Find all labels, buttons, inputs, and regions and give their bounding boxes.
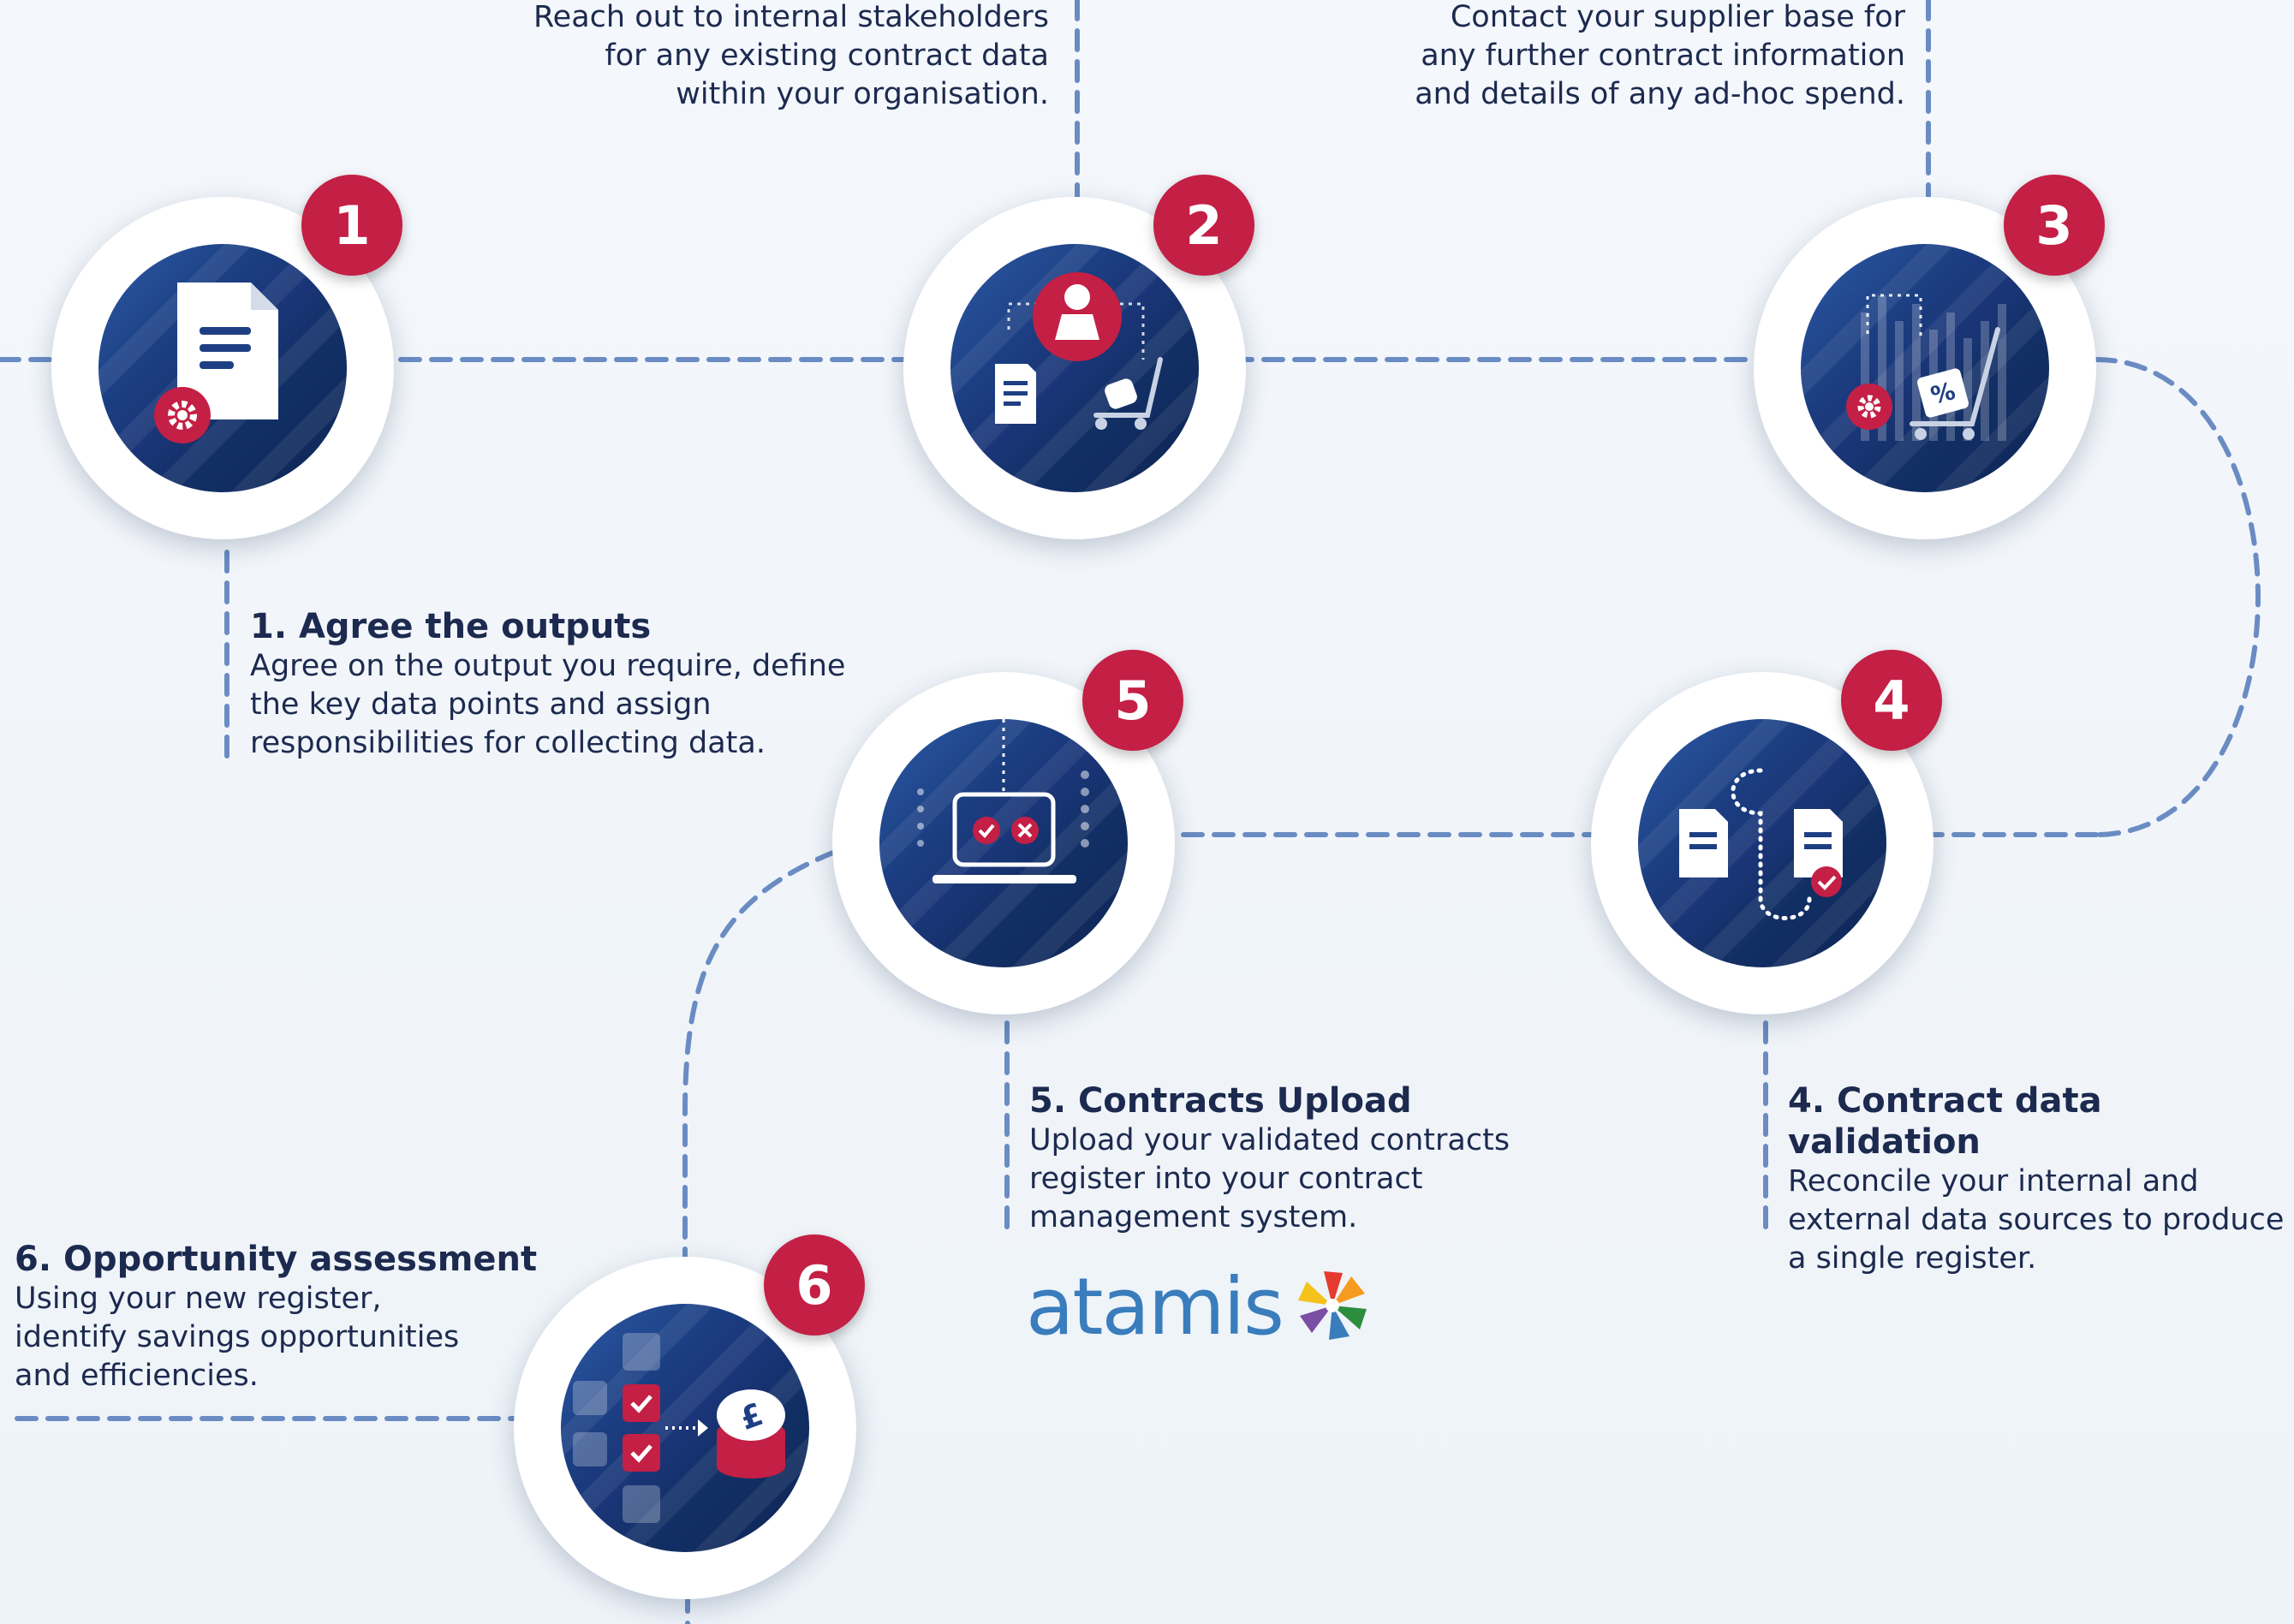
note-internal-line-3: within your organisation. bbox=[676, 77, 1049, 111]
stakeholder-document-trolley-icon bbox=[995, 272, 1163, 430]
step-4-text: 4. Contract data validation Reconcile yo… bbox=[1788, 1080, 2294, 1278]
checklist-savings-icon: £ bbox=[573, 1333, 785, 1523]
atamis-logo: atamis bbox=[1026, 1258, 1385, 1353]
step-3-number: 3 bbox=[2035, 193, 2073, 257]
step-1-title: 1. Agree the outputs bbox=[250, 607, 652, 646]
document-gear-icon bbox=[154, 283, 278, 443]
step-1-line-2: the key data points and assign bbox=[250, 687, 712, 722]
step-5: 5 bbox=[832, 650, 1183, 1014]
note-internal-line-1: Reach out to internal stakeholders bbox=[533, 0, 1049, 34]
step-4-number: 4 bbox=[1873, 669, 1910, 732]
step-5-line-2: register into your contract bbox=[1029, 1162, 1423, 1196]
note-internal-stakeholders: Reach out to internal stakeholders for a… bbox=[480, 0, 1049, 114]
document-reconcile-icon bbox=[1679, 768, 1843, 920]
step-6-title: 6. Opportunity assessment bbox=[15, 1240, 538, 1279]
step-6-line-2: identify savings opportunities bbox=[15, 1320, 460, 1354]
step-1: 1 bbox=[51, 175, 402, 539]
step-5-badge: 5 bbox=[1082, 650, 1183, 751]
logo-pinwheel-icon bbox=[1298, 1271, 1367, 1340]
step-1-line-1: Agree on the output you require, define bbox=[250, 649, 846, 683]
step-2-number: 2 bbox=[1185, 193, 1223, 257]
step-6-text: 6. Opportunity assessment Using your new… bbox=[15, 1239, 537, 1395]
step-4-line-1: Reconcile your internal and bbox=[1788, 1164, 2199, 1199]
step-6-badge: 6 bbox=[764, 1234, 865, 1335]
logo-text: atamis bbox=[1026, 1261, 1283, 1353]
step-6-line-3: and efficiencies. bbox=[15, 1359, 259, 1393]
connector-curve-5-6 bbox=[682, 849, 837, 1270]
note-internal-line-2: for any existing contract data bbox=[605, 39, 1049, 73]
step-5-line-3: management system. bbox=[1029, 1200, 1358, 1234]
step-1-number: 1 bbox=[333, 193, 371, 257]
step-6-line-1: Using your new register, bbox=[15, 1282, 382, 1316]
step-1-text: 1. Agree the outputs Agree on the output… bbox=[250, 606, 845, 763]
note-supplier-line-1: Contact your supplier base for bbox=[1450, 0, 1905, 34]
laptop-upload-icon bbox=[917, 719, 1089, 883]
step-6-number: 6 bbox=[795, 1253, 833, 1317]
connector-curve-3-4 bbox=[2094, 357, 2261, 837]
note-supplier-line-2: any further contract information bbox=[1421, 39, 1905, 73]
step-2-badge: 2 bbox=[1153, 175, 1254, 276]
note-supplier-line-3: and details of any ad-hoc spend. bbox=[1415, 77, 1905, 111]
step-4-line-2: external data sources to produce bbox=[1788, 1203, 2285, 1237]
step-5-text: 5. Contracts Upload Upload your validate… bbox=[1029, 1080, 1510, 1237]
step-3-badge: 3 bbox=[2004, 175, 2105, 276]
supplier-percentage-trolley-icon: % bbox=[1846, 294, 2006, 441]
step-4-badge: 4 bbox=[1841, 650, 1942, 751]
atamis-wordmark: atamis bbox=[1026, 1261, 1367, 1353]
note-supplier-base: Contact your supplier base for any furth… bbox=[1336, 0, 1905, 114]
step-5-title: 5. Contracts Upload bbox=[1029, 1081, 1412, 1121]
step-4-line-3: a single register. bbox=[1788, 1241, 2037, 1276]
step-3: % 3 bbox=[1754, 175, 2105, 539]
step-1-badge: 1 bbox=[301, 175, 402, 276]
step-1-line-3: responsibilities for collecting data. bbox=[250, 726, 766, 760]
step-4: 4 bbox=[1591, 650, 1942, 1014]
step-2: 2 bbox=[903, 175, 1254, 539]
step-5-number: 5 bbox=[1114, 669, 1152, 732]
step-4-title: 4. Contract data validation bbox=[1788, 1081, 2102, 1162]
step-5-line-1: Upload your validated contracts bbox=[1029, 1123, 1510, 1157]
step-6: £ 6 bbox=[514, 1234, 865, 1599]
